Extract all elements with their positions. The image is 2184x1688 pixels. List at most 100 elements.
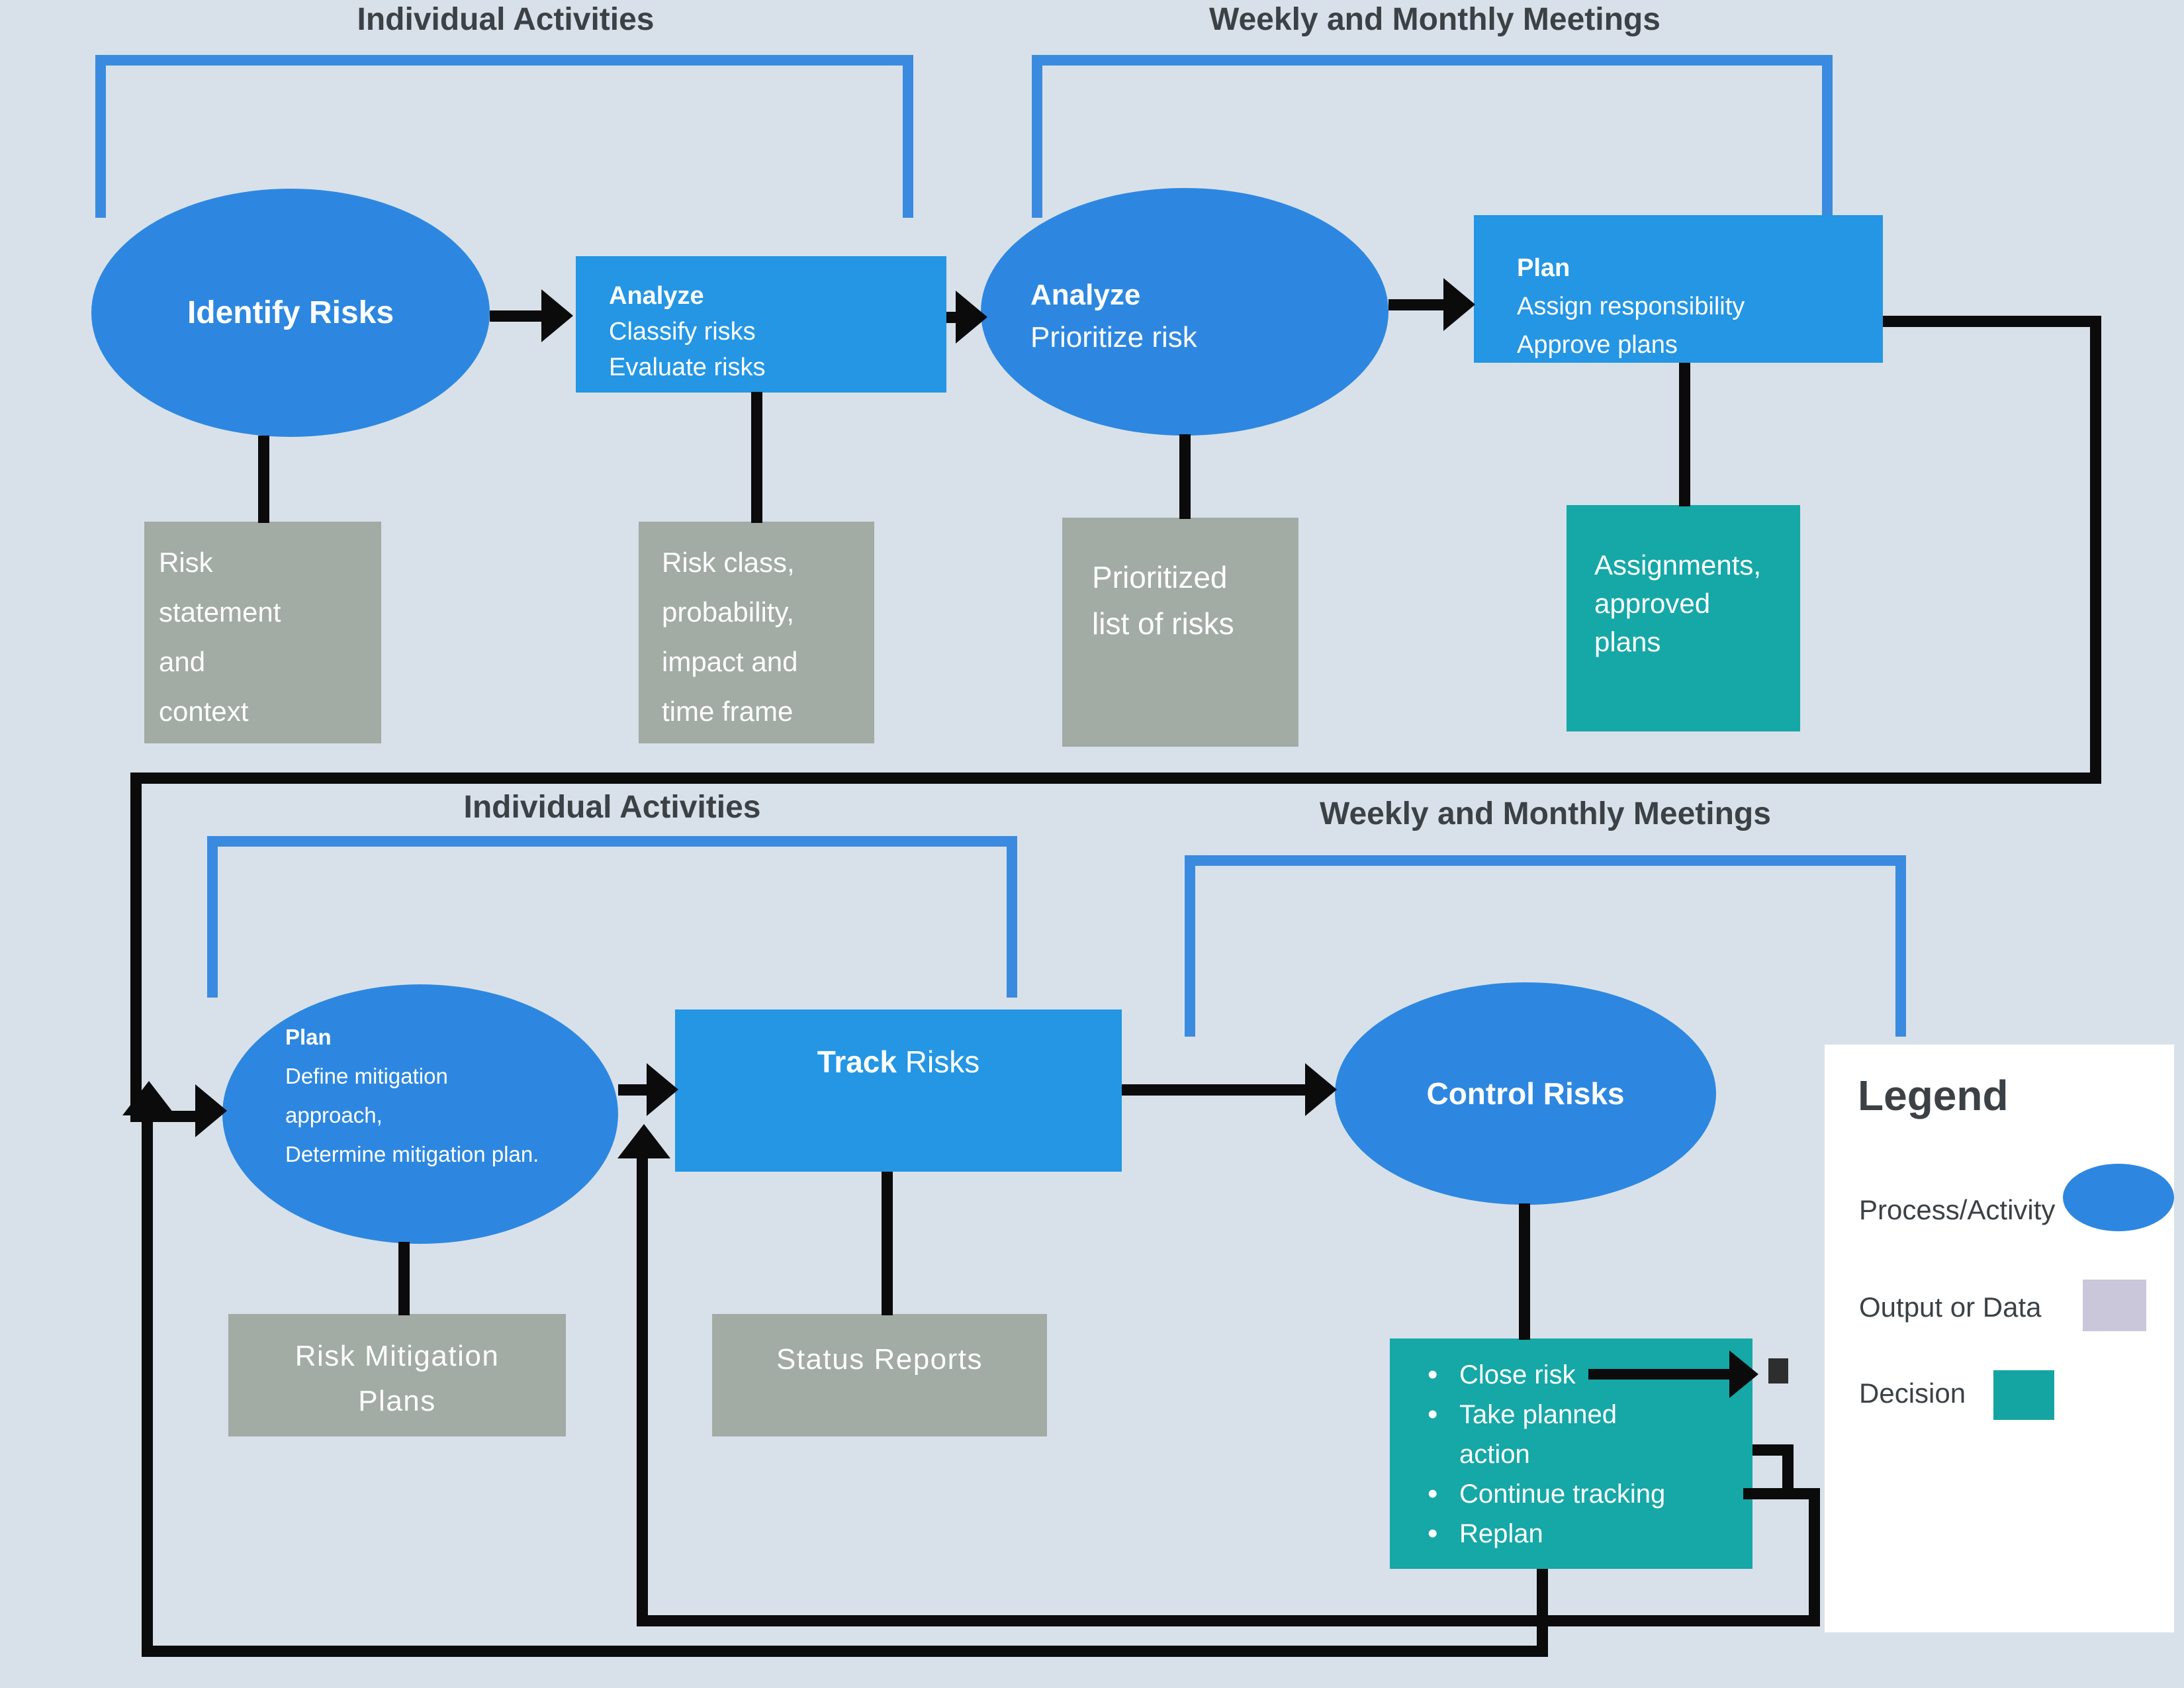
decision-bullet-close-risk: Close risk [1428, 1355, 1681, 1395]
mitigation-line: Plans [358, 1385, 436, 1417]
prioritized-line: list of risks [1092, 606, 1234, 641]
analyze-oval-subtitle: Prioritize risk [1030, 321, 1197, 353]
mitigation-line: Risk Mitigation [295, 1340, 500, 1372]
risk-statement-line: statement [159, 596, 281, 628]
control-risks-label: Control Risks [1426, 1076, 1625, 1111]
legend-output-square-icon [2083, 1280, 2146, 1331]
legend-title: Legend [1858, 1072, 2009, 1119]
legend-label-process: Process/Activity [1859, 1194, 2056, 1225]
plan-box-line2: Approve plans [1517, 331, 1678, 359]
header-weekly-monthly-bottom: Weekly and Monthly Meetings [1320, 796, 1771, 831]
track-risks-label-rest: Risks [896, 1045, 980, 1079]
risk-statement-line: Risk [159, 547, 213, 578]
bracket-bottom-right-leg-right [1895, 866, 1906, 1037]
tracking-up-arrowhead-icon [617, 1124, 670, 1158]
stem-analyzebox-to-riskclass [751, 392, 762, 523]
node-track-risks: Track Risks [675, 1009, 1122, 1172]
stem-planbox-to-assignments [1679, 363, 1690, 506]
plan-box-line1: Assign responsibility [1517, 293, 1745, 320]
loop-right-vertical [2090, 316, 2101, 784]
arrow-identify-to-analyzebox-line [490, 310, 543, 322]
bracket-bottom-left-leg-right [1007, 847, 1017, 998]
identify-risks-label: Identify Risks [187, 295, 394, 330]
output-risk-class: Risk class, probability, impact and time… [639, 522, 874, 743]
arrow-analyzeoval-to-planbox-head-icon [1443, 278, 1475, 331]
risk-class-line: time frame [662, 696, 794, 727]
output-status-reports: Status Reports [712, 1314, 1047, 1436]
output-risk-statement: Risk statement and context [144, 522, 381, 743]
loop-planbox-exit-line [1883, 316, 2101, 327]
bracket-top-left-leg-left [95, 66, 106, 218]
stem-identify-to-statement [258, 436, 269, 523]
tracking-connector-h2 [1743, 1488, 1820, 1499]
header-weekly-monthly-top: Weekly and Monthly Meetings [1209, 2, 1661, 37]
loop-middle-horizontal [130, 773, 2101, 784]
loop-left-vertical [130, 773, 142, 1122]
track-risks-label-bold: Track [817, 1045, 897, 1079]
arrow-track-to-control-head-icon [1305, 1063, 1337, 1116]
decision-bullet-continue-tracking: Continue tracking [1428, 1474, 1681, 1514]
feedback-replan-stem [1537, 1569, 1548, 1657]
output-prioritized-list: Prioritized list of risks [1062, 518, 1298, 747]
header-individual-activities-bottom: Individual Activities [463, 790, 761, 825]
analyze-box-line1: Classify risks [609, 318, 756, 346]
bracket-bottom-right-leg-left [1185, 866, 1195, 1037]
close-risk-terminator-square [1768, 1358, 1788, 1383]
legend-decision-square-icon [1993, 1370, 2054, 1420]
node-identify-risks: Identify Risks [91, 189, 490, 437]
tracking-feedback-horizontal [637, 1615, 1820, 1626]
bracket-top-left-leg-right [903, 66, 913, 218]
assignments-line: Assignments, [1594, 549, 1762, 581]
arrow-into-planoval-head-icon [195, 1084, 227, 1137]
legend-label-decision: Decision [1859, 1378, 1966, 1409]
decision-assignments: Assignments, approved plans [1567, 505, 1800, 731]
risk-statement-line: and [159, 646, 206, 677]
arrow-track-to-control-line [1122, 1084, 1310, 1096]
plan-box-title: Plan [1517, 254, 1570, 282]
bracket-top-left-bar [95, 55, 913, 66]
decision-bullet-take-action: Take planned action [1428, 1395, 1681, 1474]
feedback-left-vertical [142, 1114, 153, 1657]
legend-panel: Legend Process/Activity Output or Data D… [1825, 1045, 2174, 1632]
bracket-bottom-left-leg-left [207, 847, 218, 998]
plan-oval-title: Plan [285, 1025, 332, 1049]
node-plan-assign: Plan Assign responsibility Approve plans [1474, 215, 1883, 363]
risk-class-line: Risk class, [662, 547, 795, 578]
risk-class-line: probability, [662, 596, 794, 628]
risk-statement-line: context [159, 696, 249, 727]
plan-oval-line3: Determine mitigation plan. [285, 1142, 539, 1166]
tracking-connector-v2 [1809, 1488, 1820, 1626]
feedback-left-up-arrowhead-icon [122, 1081, 175, 1115]
tracking-feedback-vertical [637, 1158, 648, 1626]
prioritized-line: Prioritized [1092, 560, 1228, 594]
arrow-identify-to-analyzebox-head-icon [541, 289, 573, 342]
legend-label-output: Output or Data [1859, 1291, 2042, 1323]
analyze-oval-title: Analyze [1030, 279, 1141, 311]
bracket-bottom-right-bar [1185, 855, 1906, 866]
decision-bullet-list: Close risk Take planned action Continue … [1390, 1338, 1752, 1554]
status-reports-line: Status Reports [776, 1343, 983, 1376]
node-analyze-prioritize: Analyze Prioritize risk [981, 188, 1388, 436]
close-risk-arrowhead-icon [1729, 1350, 1758, 1398]
bracket-top-right-leg-left [1032, 66, 1042, 218]
header-individual-activities-top: Individual Activities [357, 2, 655, 37]
analyze-box-title: Analyze [609, 282, 704, 310]
tracking-connector-v1 [1782, 1444, 1794, 1499]
arrow-analyzebox-to-analyzeoval-head-icon [956, 291, 987, 344]
arrow-planoval-to-track-head-icon [647, 1063, 678, 1116]
plan-oval-line2: approach, [285, 1103, 383, 1127]
bracket-top-right-leg-right [1822, 66, 1833, 218]
node-plan-mitigation: Plan Define mitigation approach, Determi… [222, 984, 618, 1244]
plan-oval-line1: Define mitigation [285, 1064, 448, 1088]
analyze-box-line2: Evaluate risks [609, 353, 766, 381]
stem-planoval-to-mitigation [398, 1242, 410, 1315]
stem-control-to-decision [1519, 1203, 1530, 1340]
bracket-bottom-left-bar [207, 836, 1017, 847]
assignments-line: plans [1594, 626, 1661, 657]
arrow-analyzebox-to-analyzeoval-line [946, 312, 958, 323]
feedback-bottom-horizontal [142, 1646, 1548, 1657]
bracket-top-right-bar [1032, 55, 1833, 66]
close-risk-arrow-line [1588, 1369, 1731, 1380]
node-analyze-classify: Analyze Classify risks Evaluate risks [576, 256, 946, 393]
